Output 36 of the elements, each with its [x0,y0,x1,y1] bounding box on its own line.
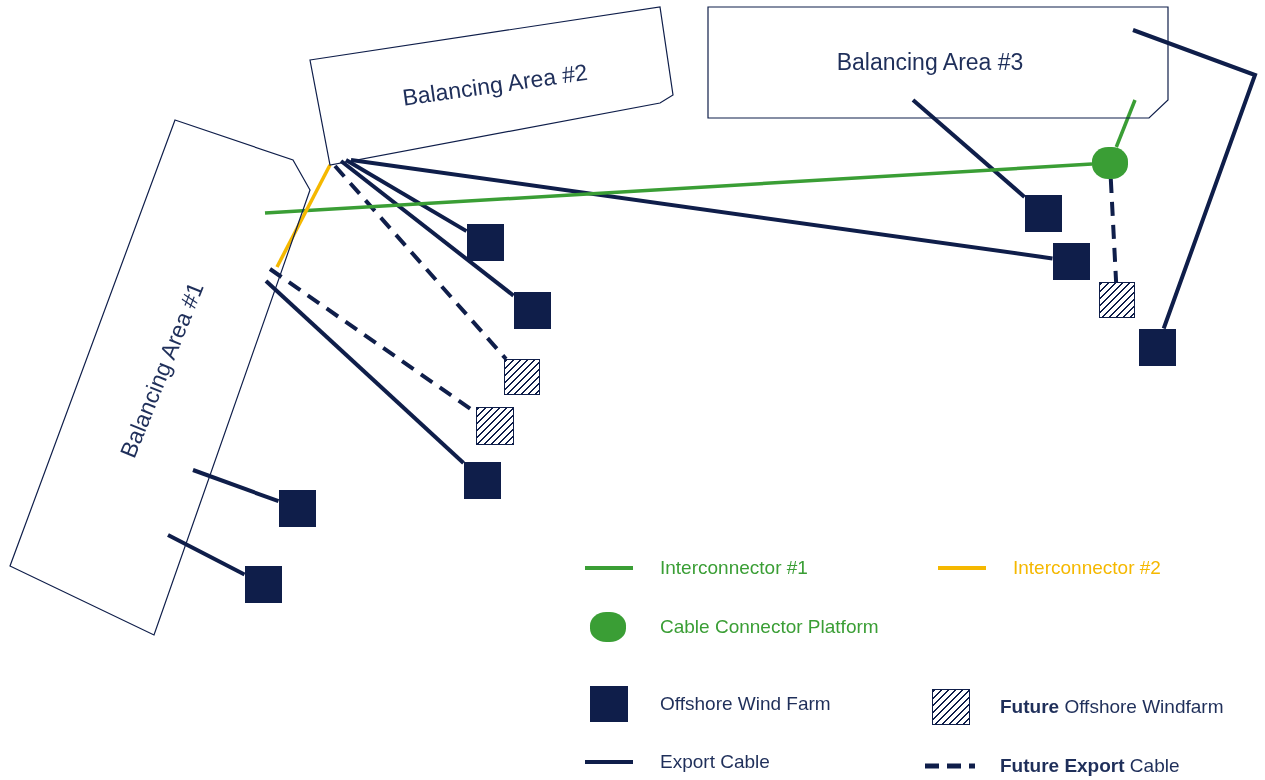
wind-farm-square [466,223,504,261]
interconnector-line [275,164,332,268]
area-label: Balancing Area #2 [400,57,590,113]
dashed-cable-line [333,164,508,361]
interconnector-line [1114,99,1137,148]
legend-text: Interconnector #2 [1013,558,1161,577]
balancing-area-shape [308,5,676,168]
cable-line [911,98,1026,199]
dashed-cable-line [1108,178,1119,283]
future-wind-farm-square [504,359,540,395]
cable-line [167,533,246,577]
cable-line [264,279,465,465]
wind-farm-square [463,461,501,499]
cable-line [1132,28,1258,330]
balancing-area-shape [8,118,313,638]
wind-farm-square [1052,242,1090,280]
balancing-area-shape [706,6,1170,120]
future-wind-farm-square [476,407,514,445]
legend-text: Export Cable [660,752,770,771]
legend-text: Future Export Cable [1000,756,1180,775]
cable-line [350,158,1053,261]
area-label: Balancing Area #3 [836,47,1024,77]
wind-farm-square [1024,194,1062,232]
interconnector-line [264,162,1093,215]
cable-line [192,468,280,504]
legend-text: Offshore Wind Farm [660,694,831,713]
cable-line [345,158,468,233]
wind-farm-square [244,565,282,603]
wind-farm-square [1138,328,1176,366]
legend-text: Cable Connector Platform [660,617,879,636]
wind-farm-square [278,489,316,527]
future-wind-farm-square [1099,282,1135,318]
wind-farm-square [513,291,551,329]
legend-text: Future Offshore Windfarm [1000,697,1224,716]
cable-line [339,159,515,298]
legend-text: Interconnector #1 [660,558,808,577]
